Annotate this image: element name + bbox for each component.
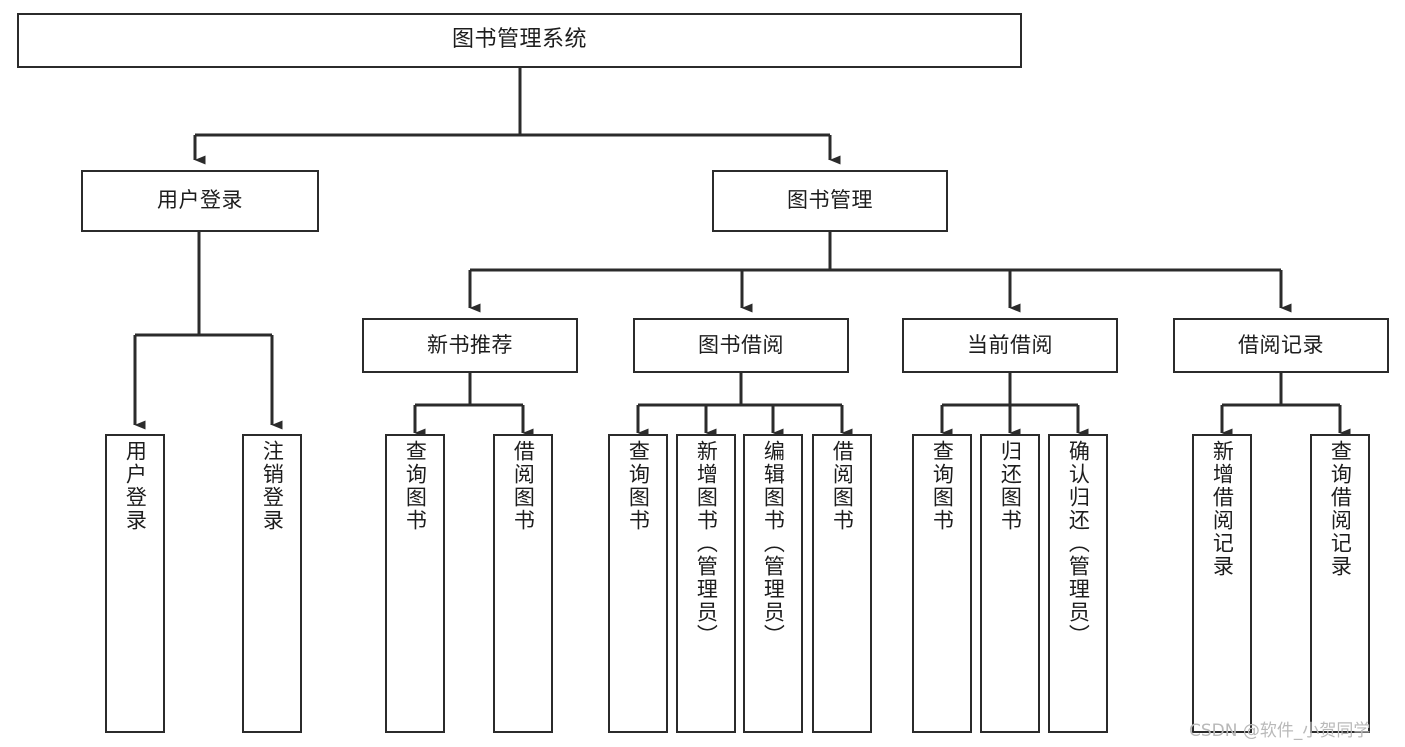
node-label: 注销登录 xyxy=(260,440,285,532)
node-label: 图书管理 xyxy=(787,188,873,213)
node-label: 查询借阅记录 xyxy=(1328,440,1353,578)
node-label: 借阅图书 xyxy=(830,440,855,532)
node-book-management[interactable]: 图书管理 xyxy=(712,170,948,232)
node-borrow-record[interactable]: 借阅记录 xyxy=(1173,318,1389,373)
node-label: 查询图书 xyxy=(930,440,955,532)
node-book-borrow[interactable]: 图书借阅 xyxy=(633,318,849,373)
node-label: 查询图书 xyxy=(403,440,428,532)
leaf-query-book-borrow[interactable]: 查询图书 xyxy=(608,434,668,733)
node-label: 归还图书 xyxy=(998,440,1023,532)
leaf-confirm-return-admin[interactable]: 确认归还（管理员） xyxy=(1048,434,1108,733)
leaf-logout-login[interactable]: 注销登录 xyxy=(242,434,302,733)
node-label: 借阅图书 xyxy=(511,440,536,532)
leaf-user-login[interactable]: 用户登录 xyxy=(105,434,165,733)
node-user-login[interactable]: 用户登录 xyxy=(81,170,319,232)
node-label: 图书管理系统 xyxy=(451,27,587,53)
node-label: 新增图书（管理员） xyxy=(694,440,719,647)
node-label: 查询图书 xyxy=(626,440,651,532)
leaf-edit-book-admin[interactable]: 编辑图书（管理员） xyxy=(743,434,803,733)
node-root-system[interactable]: 图书管理系统 xyxy=(17,13,1022,68)
node-label: 新书推荐 xyxy=(427,332,513,357)
csdn-watermark: CSDN @软件_小贺同学 xyxy=(1189,721,1371,741)
node-current-borrow[interactable]: 当前借阅 xyxy=(902,318,1118,373)
leaf-borrow-book[interactable]: 借阅图书 xyxy=(812,434,872,733)
node-label: 新增借阅记录 xyxy=(1210,440,1235,578)
node-label: 用户登录 xyxy=(123,440,148,532)
node-label: 确认归还（管理员） xyxy=(1066,440,1091,647)
leaf-query-book-recommend[interactable]: 查询图书 xyxy=(385,434,445,733)
leaf-add-book-admin[interactable]: 新增图书（管理员） xyxy=(676,434,736,733)
node-label: 借阅记录 xyxy=(1238,332,1324,357)
leaf-return-book[interactable]: 归还图书 xyxy=(980,434,1040,733)
leaf-query-borrow-record[interactable]: 查询借阅记录 xyxy=(1310,434,1370,733)
leaf-query-book-current[interactable]: 查询图书 xyxy=(912,434,972,733)
node-label: 用户登录 xyxy=(157,188,243,213)
node-new-book-recommend[interactable]: 新书推荐 xyxy=(362,318,578,373)
leaf-add-borrow-record[interactable]: 新增借阅记录 xyxy=(1192,434,1252,733)
node-label: 当前借阅 xyxy=(967,332,1053,357)
node-label: 编辑图书（管理员） xyxy=(761,440,786,647)
leaf-borrow-book-recommend[interactable]: 借阅图书 xyxy=(493,434,553,733)
node-label: 图书借阅 xyxy=(698,332,784,357)
